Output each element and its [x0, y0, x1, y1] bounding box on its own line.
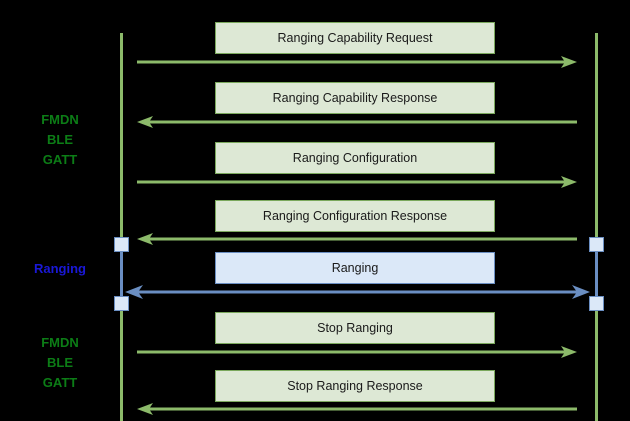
activation-box-left-end	[114, 296, 129, 311]
lifeline-right-green-lower	[595, 309, 598, 421]
lifeline-left-green-lower	[120, 309, 123, 421]
message-arrow-ranging-bidirectional	[125, 285, 590, 299]
message-arrow-ranging-configuration-response	[137, 232, 577, 246]
message-arrow-ranging-capability-request	[137, 55, 577, 69]
phase-label-fmdn-ble-gatt-top: FMDN BLE GATT	[41, 112, 79, 167]
message-arrow-ranging-configuration	[137, 175, 577, 189]
phase-label-ranging: Ranging	[34, 261, 86, 276]
message-box-stop-ranging: Stop Ranging	[215, 312, 495, 344]
lifeline-left-blue-segment	[120, 241, 123, 309]
message-box-ranging-capability-response: Ranging Capability Response	[215, 82, 495, 114]
message-box-ranging-configuration: Ranging Configuration	[215, 142, 495, 174]
message-box-stop-ranging-response: Stop Ranging Response	[215, 370, 495, 402]
message-arrow-stop-ranging-response	[137, 402, 577, 416]
lifeline-left-green-upper	[120, 33, 123, 241]
activation-box-left-start	[114, 237, 129, 252]
phase-label-fmdn-ble-gatt-bottom: FMDN BLE GATT	[41, 335, 79, 390]
message-arrow-ranging-capability-response	[137, 115, 577, 129]
message-box-ranging-configuration-response: Ranging Configuration Response	[215, 200, 495, 232]
message-box-ranging-capability-request: Ranging Capability Request	[215, 22, 495, 54]
lifeline-right-blue-segment	[595, 241, 598, 309]
activation-box-right-start	[589, 237, 604, 252]
message-box-ranging: Ranging	[215, 252, 495, 284]
activation-box-right-end	[589, 296, 604, 311]
lifeline-right-green-upper	[595, 33, 598, 241]
message-arrow-stop-ranging	[137, 345, 577, 359]
